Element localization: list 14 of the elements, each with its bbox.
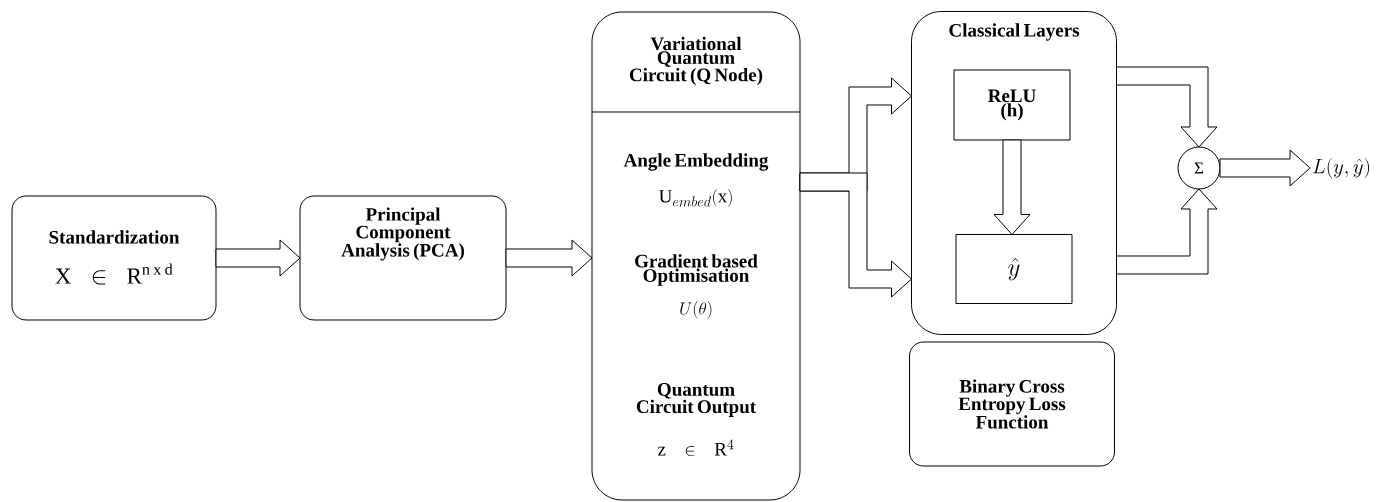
block-arrow — [505, 239, 593, 277]
block-arrow — [215, 239, 301, 277]
block-arrow — [993, 139, 1031, 235]
block-arrow — [1219, 149, 1311, 187]
process-box: Principal Component Analysis (PCA) — [299, 195, 507, 321]
block-arrow — [1116, 188, 1218, 275]
loss-box: Binary Cross Entropy Loss Function — [909, 341, 1115, 467]
block-arrow — [1116, 66, 1218, 148]
block-arrow — [799, 172, 912, 298]
process-box: Standardization $\mathrm{X} \in \mathrm{R}^{\mathrm{n\ x\ d}}$ — [11, 195, 217, 321]
circuit-box: Variational Quantum Circuit (Q Node) Angle Embedding $\mathrm{U}_{embed}(\mathrm{x})$ Gradient based Optimisation $U(\theta)$ Quantum Circuit Output $\mathrm{z} \in \mathrm{R}^{4}$ — [591, 11, 801, 501]
loss-formula: $L(y,\hat{y})$ — [1312, 157, 1369, 179]
output-box: $\hat{y}$ — [955, 234, 1073, 304]
layer-box: ReLU (h) — [953, 69, 1071, 141]
